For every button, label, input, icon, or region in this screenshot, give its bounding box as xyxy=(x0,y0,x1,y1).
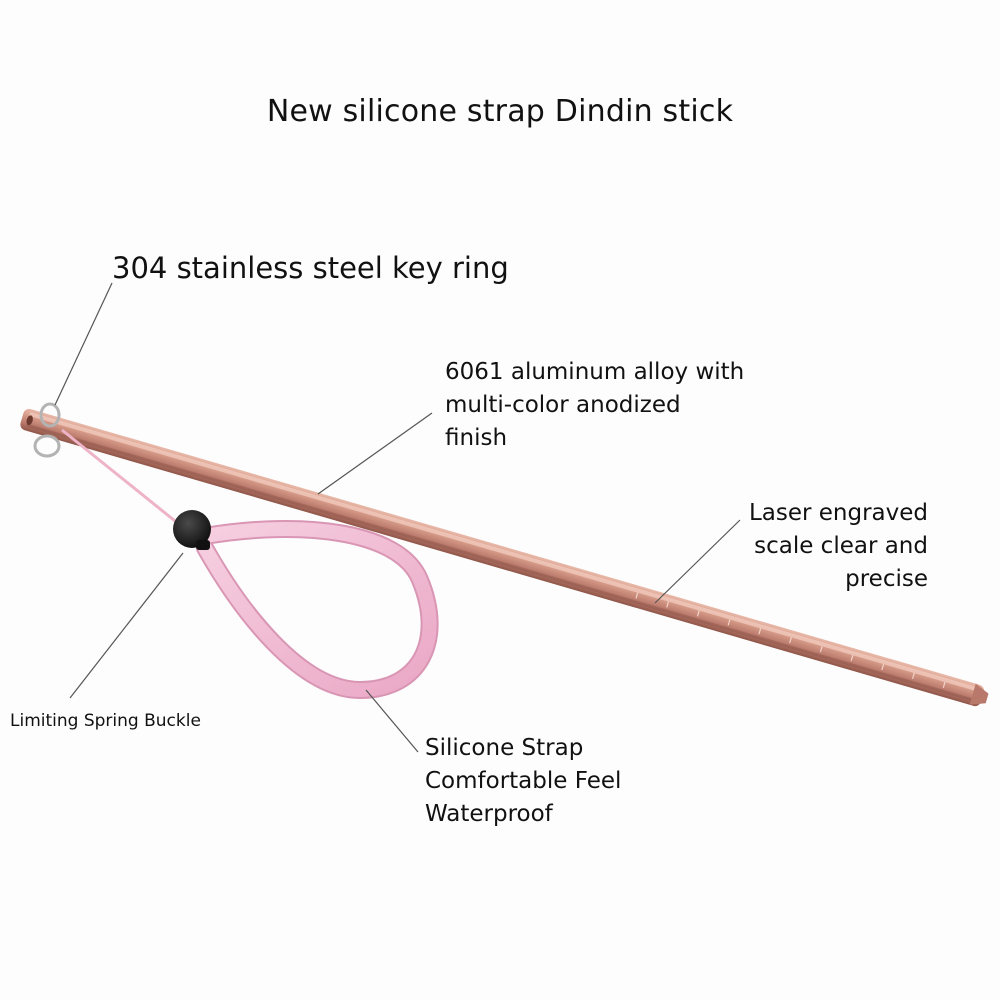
callout-line: finish xyxy=(445,425,508,451)
callout-line: scale clear and xyxy=(754,533,928,559)
callout-line: Waterproof xyxy=(425,801,553,827)
callout-line: precise xyxy=(845,566,928,592)
pink-cord xyxy=(61,428,181,527)
callout-silicone-strap: Silicone Strap Comfortable Feel Waterpro… xyxy=(425,732,685,831)
leader-key-ring xyxy=(54,282,113,406)
callout-key-ring: 304 stainless steel key ring xyxy=(112,251,509,285)
aluminum-rod xyxy=(20,408,989,707)
callout-line: multi-color anodized xyxy=(445,392,681,418)
callout-line: 6061 aluminum alloy with xyxy=(445,359,745,385)
callout-line: Silicone Strap xyxy=(425,735,584,761)
engraved-scale xyxy=(635,592,946,688)
key-ring xyxy=(33,402,61,458)
leader-buckle xyxy=(69,552,184,699)
leader-laser xyxy=(654,519,741,604)
leader-lines xyxy=(54,282,741,753)
callout-line: Laser engraved xyxy=(748,500,928,526)
callout-line: Comfortable Feel xyxy=(425,768,622,794)
page-title: New silicone strap Dindin stick xyxy=(266,94,734,129)
callout-spring-buckle: Limiting Spring Buckle xyxy=(10,711,201,731)
callout-aluminum-alloy: 6061 aluminum alloy with multi-color ano… xyxy=(445,356,785,455)
leader-strap xyxy=(365,689,419,753)
leader-alloy xyxy=(317,412,433,495)
spring-buckle xyxy=(173,510,211,550)
callout-laser-scale: Laser engraved scale clear and precise xyxy=(668,497,928,596)
